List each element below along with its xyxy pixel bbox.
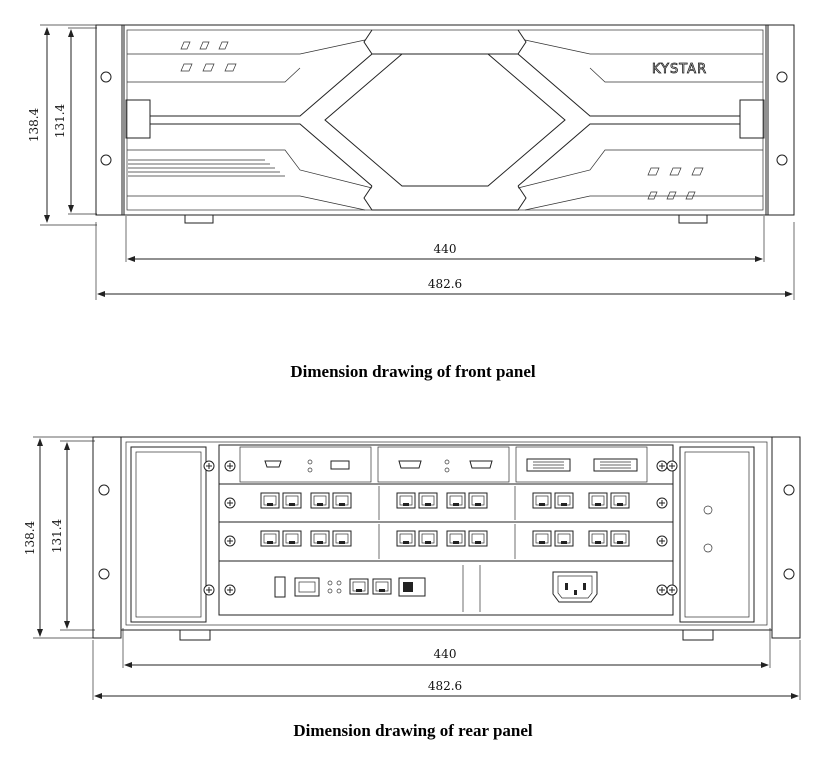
front-caption: Dimension drawing of front panel [290,362,536,381]
front-outer-height-label: 138.4 [27,107,41,142]
rear-inner-height-label: 131.4 [50,518,64,553]
front-brand-logo: KYSTAR [652,62,707,77]
power-inlet-icon [552,571,598,603]
rear-right-rack-ear [771,436,801,639]
front-inner-height-label: 131.4 [53,103,67,138]
rear-left-rack-ear [92,436,122,639]
rear-caption: Dimension drawing of rear panel [293,721,533,740]
rear-panel-drawing: 138.4 131.4 440 482.6 Dimension drawing … [23,436,801,740]
front-right-rack-ear [765,24,795,216]
rear-outer-width-label: 482.6 [428,679,462,693]
front-chassis [121,24,769,216]
rear-inner-width-label: 440 [434,647,457,661]
front-panel-drawing: KYSTAR 138.4 131.4 440 482.6 Dimension d… [27,24,795,381]
front-left-rack-ear [95,24,125,216]
rear-outer-height-label: 138.4 [23,520,37,555]
front-outer-width-label: 482.6 [428,277,462,291]
front-inner-width-label: 440 [434,242,457,256]
rear-chassis [120,436,773,631]
